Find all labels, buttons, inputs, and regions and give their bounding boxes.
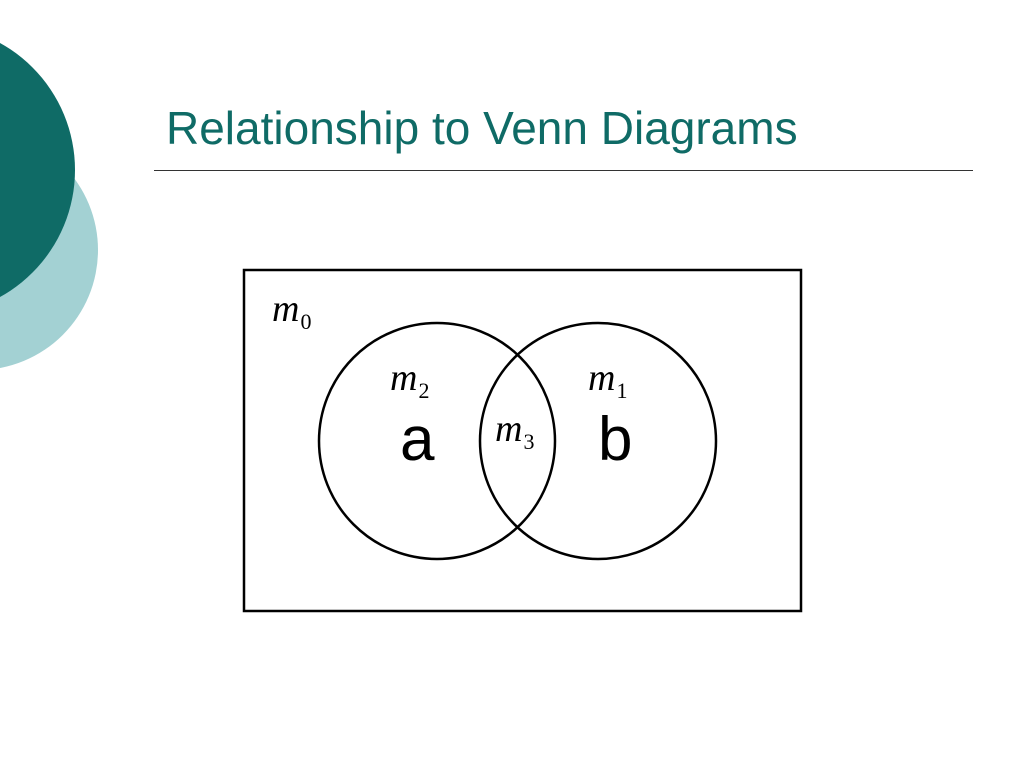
region-label-b-only: m1 bbox=[588, 357, 628, 403]
universe-label: m0 bbox=[272, 288, 312, 334]
slide-title: Relationship to Venn Diagrams bbox=[166, 102, 798, 154]
title-underline bbox=[154, 170, 973, 171]
region-label-a-only: m2 bbox=[390, 357, 430, 403]
slide-decoration bbox=[0, 43, 98, 368]
set-b-label: b bbox=[598, 405, 633, 474]
region-label-intersection: m3 bbox=[495, 408, 535, 454]
set-b-circle bbox=[478, 321, 718, 561]
decor-circle-dark bbox=[0, 43, 75, 297]
set-a-label: a bbox=[400, 405, 435, 474]
set-a-circle bbox=[317, 321, 557, 561]
universe-box bbox=[242, 268, 803, 613]
